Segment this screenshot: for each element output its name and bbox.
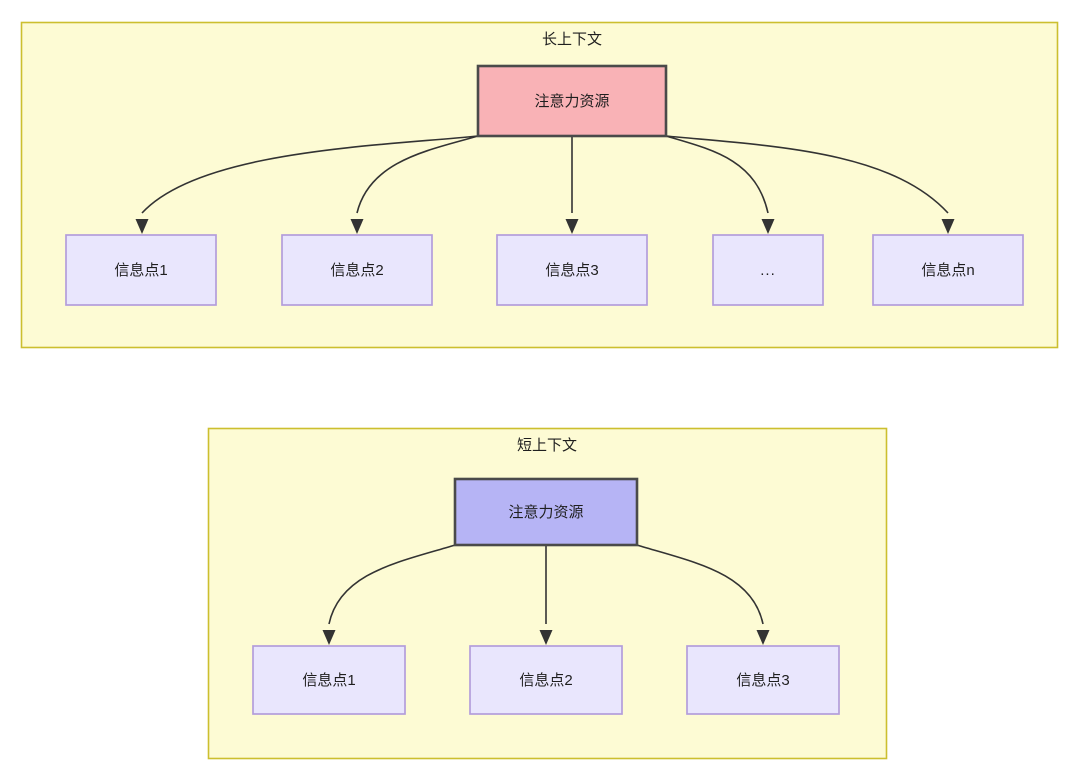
arrowhead-short-info-2 <box>539 630 553 645</box>
node-long-info-point-3[interactable]: 信息点3 <box>496 234 648 306</box>
node-long-info-point-1-label: 信息点1 <box>114 262 167 279</box>
node-short-info-point-3-label: 信息点3 <box>736 672 789 689</box>
node-short-attention-resource[interactable]: 注意力资源 <box>453 477 639 547</box>
edge-short-root-to-info-3 <box>636 544 764 625</box>
node-short-info-point-3[interactable]: 信息点3 <box>686 645 840 715</box>
node-long-info-point-2[interactable]: 信息点2 <box>281 234 433 306</box>
node-short-info-point-1[interactable]: 信息点1 <box>252 645 406 715</box>
node-long-info-point-1[interactable]: 信息点1 <box>65 234 217 306</box>
node-long-info-point-ellipsis-rect[interactable] <box>712 234 824 306</box>
edges-short-context <box>322 544 770 645</box>
node-long-info-point-1-rect[interactable] <box>65 234 217 306</box>
node-long-info-point-n[interactable]: 信息点n <box>872 234 1024 306</box>
node-short-info-point-2-label: 信息点2 <box>519 672 572 689</box>
node-long-info-point-2-label: 信息点2 <box>330 262 383 279</box>
node-long-info-point-ellipsis-label: ... <box>760 262 776 279</box>
node-long-info-point-3-rect[interactable] <box>496 234 648 306</box>
edge-long-root-to-info-n <box>665 135 949 214</box>
node-long-attention-resource-rect[interactable] <box>476 64 668 138</box>
edge-long-root-to-info-ellipsis <box>665 135 769 214</box>
node-long-info-point-2-rect[interactable] <box>281 234 433 306</box>
group-short-context-title: 短上下文 <box>517 437 577 454</box>
arrowhead-long-info-n <box>941 219 955 234</box>
edge-long-root-to-info-1 <box>141 135 479 214</box>
arrowhead-long-info-1 <box>135 219 149 234</box>
edge-long-root-to-info-2 <box>356 135 479 214</box>
node-short-attention-resource-rect[interactable] <box>453 477 639 547</box>
edge-short-root-to-info-1 <box>328 544 456 625</box>
arrowhead-short-info-3 <box>756 630 770 645</box>
group-long-context-title: 长上下文 <box>542 31 602 48</box>
arrowhead-long-info-3 <box>565 219 579 234</box>
node-short-info-point-1-rect[interactable] <box>252 645 406 715</box>
node-long-attention-resource-label: 注意力资源 <box>534 92 609 110</box>
node-short-info-point-3-rect[interactable] <box>686 645 840 715</box>
node-short-info-point-2[interactable]: 信息点2 <box>469 645 623 715</box>
node-short-info-point-2-rect[interactable] <box>469 645 623 715</box>
group-long-context[interactable]: 长上下文 注意力资源 信息 <box>20 21 1059 349</box>
arrowhead-long-info-2 <box>350 219 364 234</box>
node-long-attention-resource[interactable]: 注意力资源 <box>476 64 668 138</box>
node-long-info-point-ellipsis[interactable]: ... <box>712 234 824 306</box>
node-long-info-point-n-label: 信息点n <box>921 262 974 279</box>
arrowhead-long-info-ellipsis <box>761 219 775 234</box>
node-long-info-point-n-rect[interactable] <box>872 234 1024 306</box>
edges-long-context <box>135 135 955 234</box>
node-short-attention-resource-label: 注意力资源 <box>508 503 583 521</box>
node-long-info-point-3-label: 信息点3 <box>545 262 598 279</box>
node-short-info-point-1-label: 信息点1 <box>302 672 355 689</box>
arrowhead-short-info-1 <box>322 630 336 645</box>
group-short-context[interactable]: 短上下文 注意力资源 信息点1 信息点 <box>207 427 888 760</box>
